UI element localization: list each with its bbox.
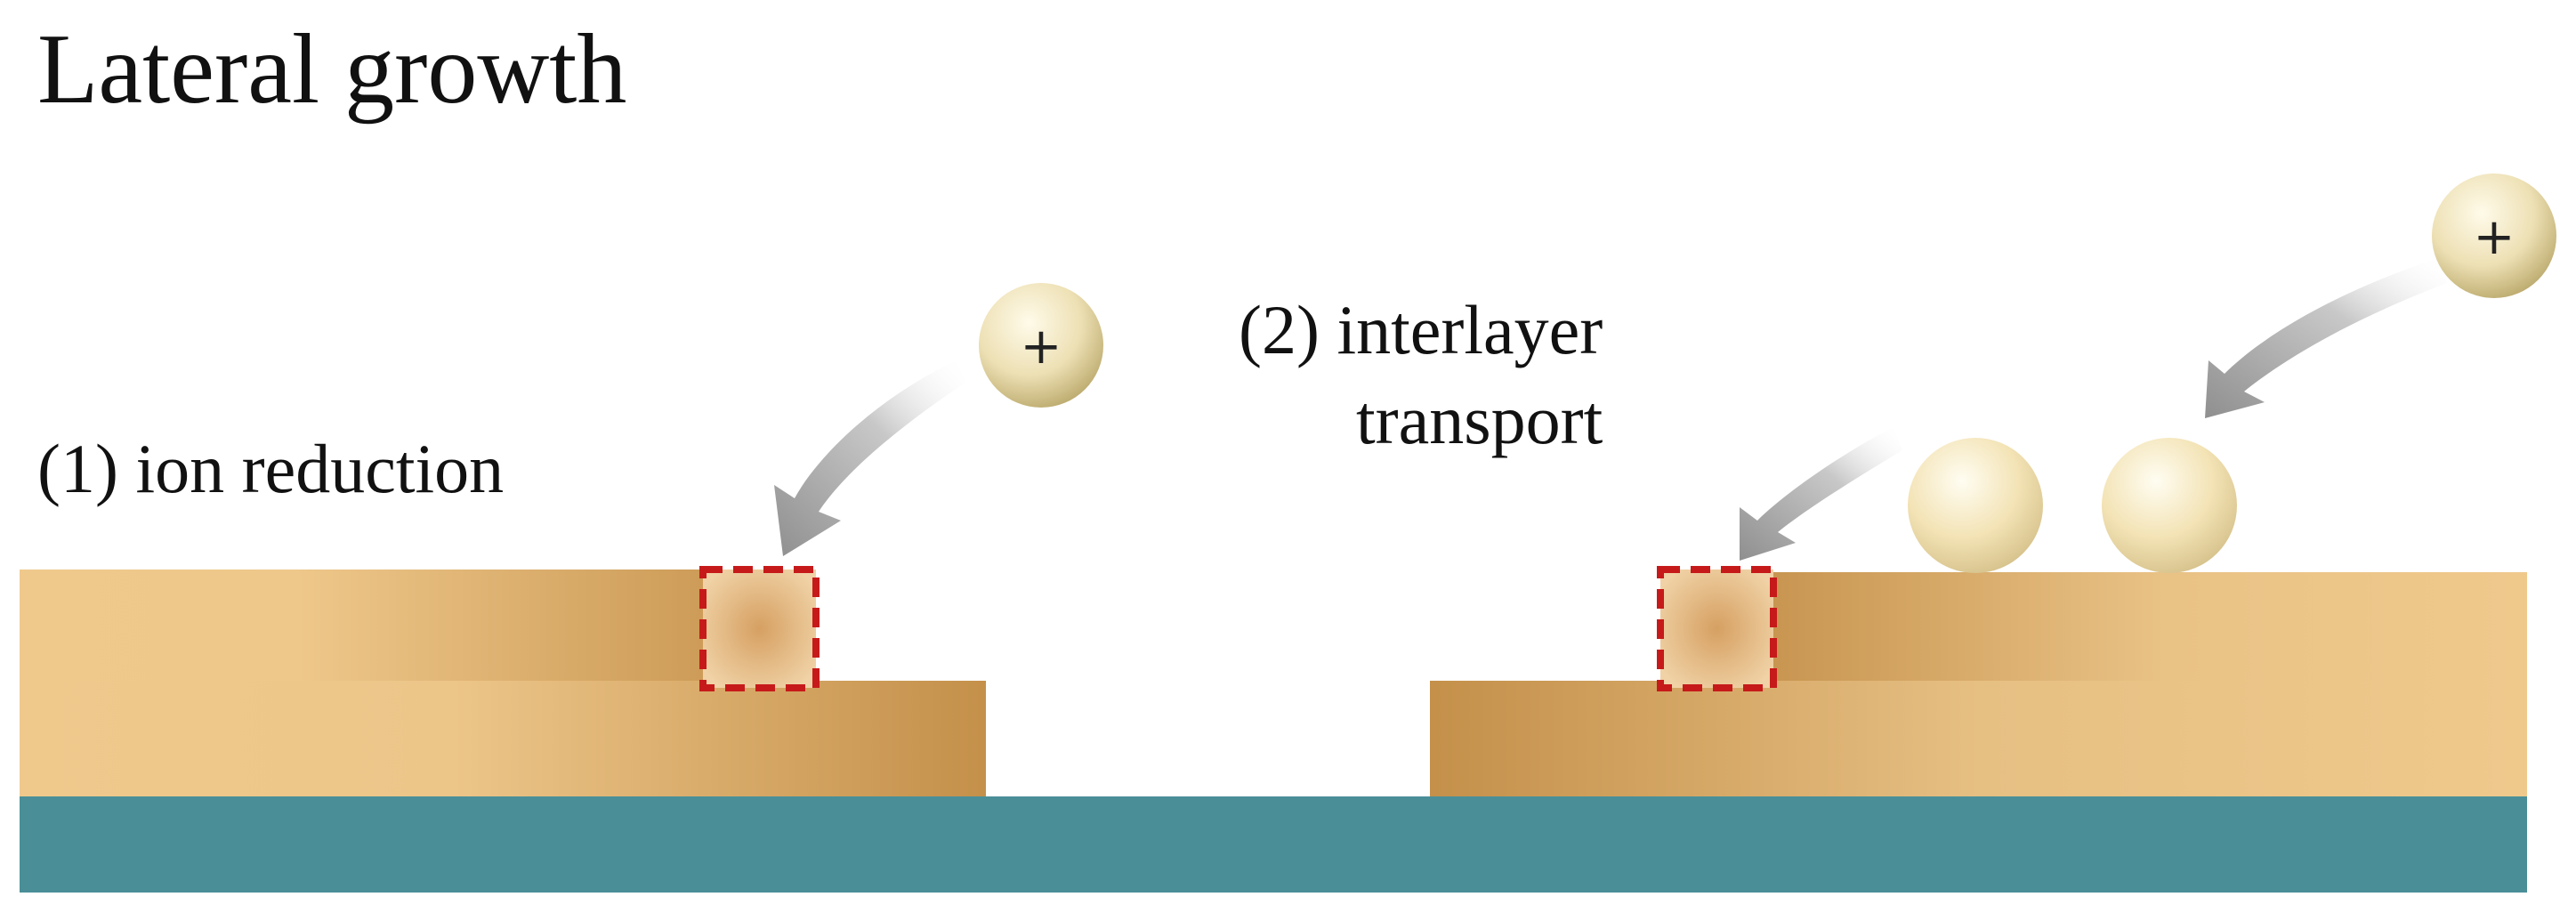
ion-icon: + [979, 283, 1103, 408]
right-top-layer [1723, 572, 2527, 681]
left-bottom-layer [20, 681, 986, 796]
step1-label: (1) ion reduction [37, 430, 505, 507]
reduction-site-marker-left [699, 566, 820, 691]
arrow-icon [1740, 427, 1902, 561]
arrow-icon [774, 360, 965, 556]
atom-icon [2102, 438, 2237, 573]
ion-icon: + [2432, 174, 2556, 298]
arrow-icon [2205, 258, 2447, 418]
ion-charge: + [2474, 208, 2515, 266]
step2-label: (2) interlayer transport [1239, 285, 1603, 465]
step2-label-line1: (2) interlayer [1239, 291, 1603, 368]
atom-icon [1908, 438, 2043, 573]
right-bottom-layer [1430, 681, 2527, 796]
substrate [20, 796, 2527, 893]
reduction-site-marker-right [1657, 566, 1777, 691]
left-top-layer [20, 570, 816, 681]
diagram-title: Lateral growth [37, 14, 627, 125]
ion-charge: + [1021, 318, 1062, 376]
step2-label-line2: transport [1356, 381, 1603, 459]
